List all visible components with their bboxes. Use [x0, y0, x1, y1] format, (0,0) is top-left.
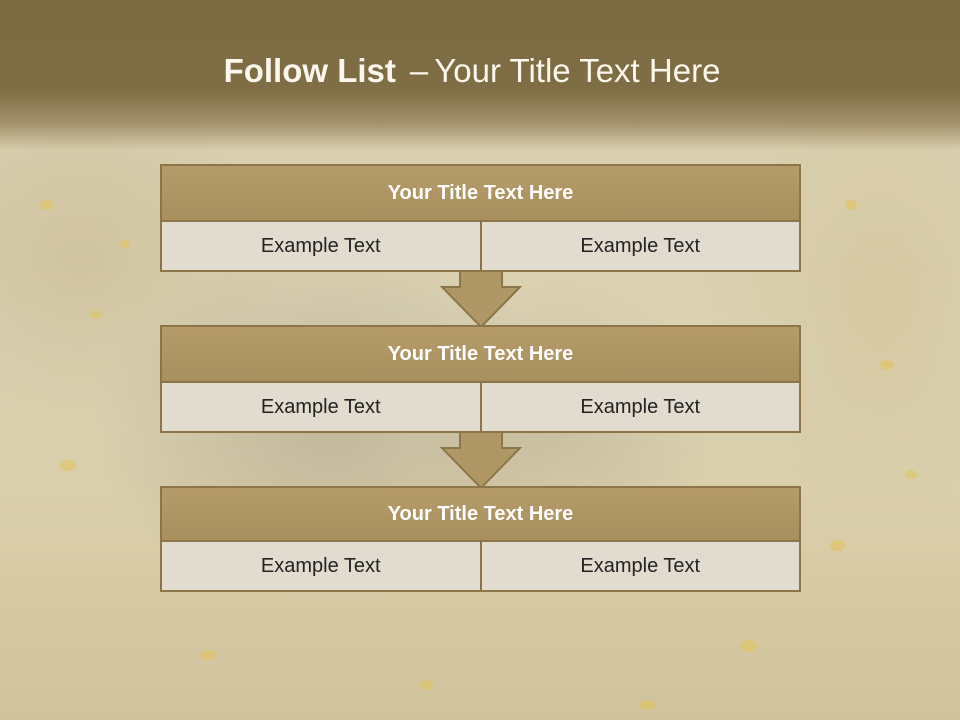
block-title: Your Title Text Here — [160, 164, 801, 222]
block-title: Your Title Text Here — [160, 486, 801, 542]
block-cell-right: Example Text — [479, 222, 800, 270]
block-cell-left: Example Text — [260, 554, 381, 577]
list-block-1: Your Title Text Here Example Text Exampl… — [160, 164, 801, 272]
slide-title-dash: – — [409, 52, 429, 89]
list-block-3: Your Title Text Here Example Text Exampl… — [160, 486, 801, 592]
slide-title-bold: Follow List — [223, 52, 396, 89]
header-band — [0, 0, 960, 150]
block-row: Example Text Example Text — [160, 222, 801, 272]
slide-title-rest: Your Title Text Here — [434, 52, 721, 89]
block-cell-left: Example Text — [260, 395, 381, 418]
list-block-2: Your Title Text Here Example Text Exampl… — [160, 325, 801, 433]
block-row: Example Text Example Text — [160, 542, 801, 592]
block-row: Example Text Example Text — [160, 383, 801, 433]
down-arrow-icon — [440, 271, 522, 329]
slide-title: Follow List–Your Title Text Here — [0, 52, 944, 90]
block-title: Your Title Text Here — [160, 325, 801, 383]
block-cell-right: Example Text — [479, 542, 800, 590]
down-arrow-icon — [440, 432, 522, 490]
block-cell-left: Example Text — [260, 234, 381, 257]
block-cell-right: Example Text — [479, 383, 800, 431]
